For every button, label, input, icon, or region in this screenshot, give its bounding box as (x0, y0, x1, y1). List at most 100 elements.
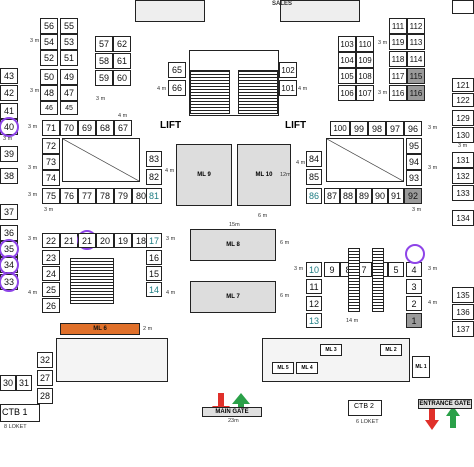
booth-84[interactable]: 84 (306, 151, 322, 167)
booth-50[interactable]: 50 (40, 69, 58, 85)
booth-58[interactable]: 58 (95, 53, 113, 69)
booth-99[interactable]: 99 (350, 121, 368, 136)
hall-ml2[interactable]: ML 2 (380, 344, 402, 356)
booth-71[interactable]: 71 (42, 120, 60, 136)
booth-88[interactable]: 88 (340, 188, 356, 204)
booth-1[interactable]: 1 (406, 313, 422, 328)
booth-116[interactable]: 116 (389, 85, 407, 101)
booth-20[interactable]: 20 (96, 233, 114, 248)
booth-22[interactable]: 22 (42, 233, 60, 248)
booth-56[interactable]: 56 (40, 18, 58, 34)
booth-114[interactable]: 114 (407, 51, 425, 67)
hall-ml6[interactable]: ML 6 (60, 323, 140, 335)
booth-102[interactable]: 102 (279, 62, 297, 78)
booth-17[interactable]: 17 (146, 233, 162, 248)
booth-115[interactable]: 115 (407, 68, 425, 84)
booth-100[interactable]: 100 (330, 121, 350, 136)
booth-65[interactable]: 65 (168, 62, 186, 78)
booth-95[interactable]: 95 (406, 138, 422, 154)
booth-9[interactable]: 9 (324, 262, 340, 277)
booth-43[interactable]: 43 (0, 68, 18, 84)
booth-74[interactable]: 74 (42, 170, 60, 186)
booth-118[interactable]: 118 (389, 51, 407, 67)
booth-105[interactable]: 105 (338, 68, 356, 84)
booth-98[interactable]: 98 (368, 121, 386, 136)
booth-10[interactable]: 10 (306, 262, 322, 277)
hall-ml9[interactable]: ML 9 (176, 144, 232, 206)
booth-47[interactable]: 47 (60, 85, 78, 101)
booth-37[interactable]: 37 (0, 204, 18, 220)
booth-137[interactable]: 137 (452, 321, 474, 337)
booth-19[interactable]: 19 (114, 233, 132, 248)
booth-104[interactable]: 104 (338, 52, 356, 68)
booth-55[interactable]: 55 (60, 18, 78, 34)
booth-86[interactable]: 86 (306, 188, 322, 204)
booth-113[interactable]: 113 (407, 34, 425, 50)
booth-133[interactable]: 133 (452, 185, 474, 201)
booth-13[interactable]: 13 (306, 313, 322, 328)
booth-111[interactable]: 111 (389, 18, 407, 34)
hall-ml1[interactable]: ML 1 (412, 356, 430, 378)
booth-52[interactable]: 52 (40, 50, 58, 66)
main-gate[interactable]: MAIN GATE (202, 407, 262, 417)
booth-79[interactable]: 79 (114, 188, 132, 204)
booth-122[interactable]: 122 (452, 93, 474, 107)
booth-46[interactable]: 46 (40, 101, 58, 115)
booth-27[interactable]: 27 (37, 370, 53, 386)
hall-ml5[interactable]: ML 5 (272, 362, 294, 374)
booth-121[interactable]: 121 (452, 78, 474, 92)
booth-3[interactable]: 3 (406, 279, 422, 294)
booth-32[interactable]: 32 (37, 352, 53, 368)
entrance-gate[interactable]: ENTRANCE GATE (418, 399, 472, 409)
booth-72[interactable]: 72 (42, 138, 60, 154)
hall-ml10[interactable]: ML 10 (237, 144, 291, 206)
booth-85[interactable]: 85 (306, 169, 322, 185)
booth-54[interactable]: 54 (40, 34, 58, 50)
booth-108[interactable]: 108 (356, 68, 374, 84)
booth-68[interactable]: 68 (96, 120, 114, 136)
booth-110[interactable]: 110 (356, 36, 374, 52)
booth-51[interactable]: 51 (60, 50, 78, 66)
booth-132[interactable]: 132 (452, 168, 474, 184)
booth-62[interactable]: 62 (113, 36, 131, 52)
booth-81[interactable]: 81 (146, 188, 162, 204)
booth-92[interactable]: 92 (404, 188, 422, 204)
hall-ml7[interactable]: ML 7 (190, 281, 276, 313)
booth-42[interactable]: 42 (0, 85, 18, 101)
booth-131[interactable]: 131 (452, 152, 474, 168)
booth-96[interactable]: 96 (404, 121, 422, 136)
booth-5[interactable]: 5 (388, 262, 404, 277)
hall-ml3[interactable]: ML 3 (320, 344, 342, 356)
booth-57[interactable]: 57 (95, 36, 113, 52)
booth-39[interactable]: 39 (0, 146, 18, 162)
booth-136[interactable]: 136 (452, 304, 474, 320)
booth-101[interactable]: 101 (279, 80, 297, 96)
booth-134[interactable]: 134 (452, 210, 474, 226)
booth-70[interactable]: 70 (60, 120, 78, 136)
booth-87[interactable]: 87 (324, 188, 340, 204)
booth-76[interactable]: 76 (60, 188, 78, 204)
booth-31[interactable]: 31 (16, 375, 32, 391)
booth-26[interactable]: 26 (42, 298, 60, 313)
booth-60[interactable]: 60 (113, 70, 131, 86)
booth-49[interactable]: 49 (60, 69, 78, 85)
booth-94[interactable]: 94 (406, 154, 422, 170)
booth-38[interactable]: 38 (0, 168, 18, 184)
booth-23[interactable]: 23 (42, 250, 60, 265)
booth-120[interactable] (452, 0, 474, 14)
booth-24[interactable]: 24 (42, 266, 60, 281)
booth-4[interactable]: 4 (406, 262, 422, 277)
booth-7[interactable]: 7 (356, 262, 372, 277)
booth-82[interactable]: 82 (146, 169, 162, 185)
booth-109[interactable]: 109 (356, 52, 374, 68)
booth-97[interactable]: 97 (386, 121, 404, 136)
booth-21b[interactable]: 21 (78, 233, 96, 248)
booth-28[interactable]: 28 (37, 388, 53, 404)
booth-11[interactable]: 11 (306, 279, 322, 294)
booth-66[interactable]: 66 (168, 80, 186, 96)
booth-106[interactable]: 106 (338, 85, 356, 101)
booth-91[interactable]: 91 (388, 188, 404, 204)
booth-15[interactable]: 15 (146, 266, 162, 281)
booth-107[interactable]: 107 (356, 85, 374, 101)
booth-16[interactable]: 16 (146, 250, 162, 265)
